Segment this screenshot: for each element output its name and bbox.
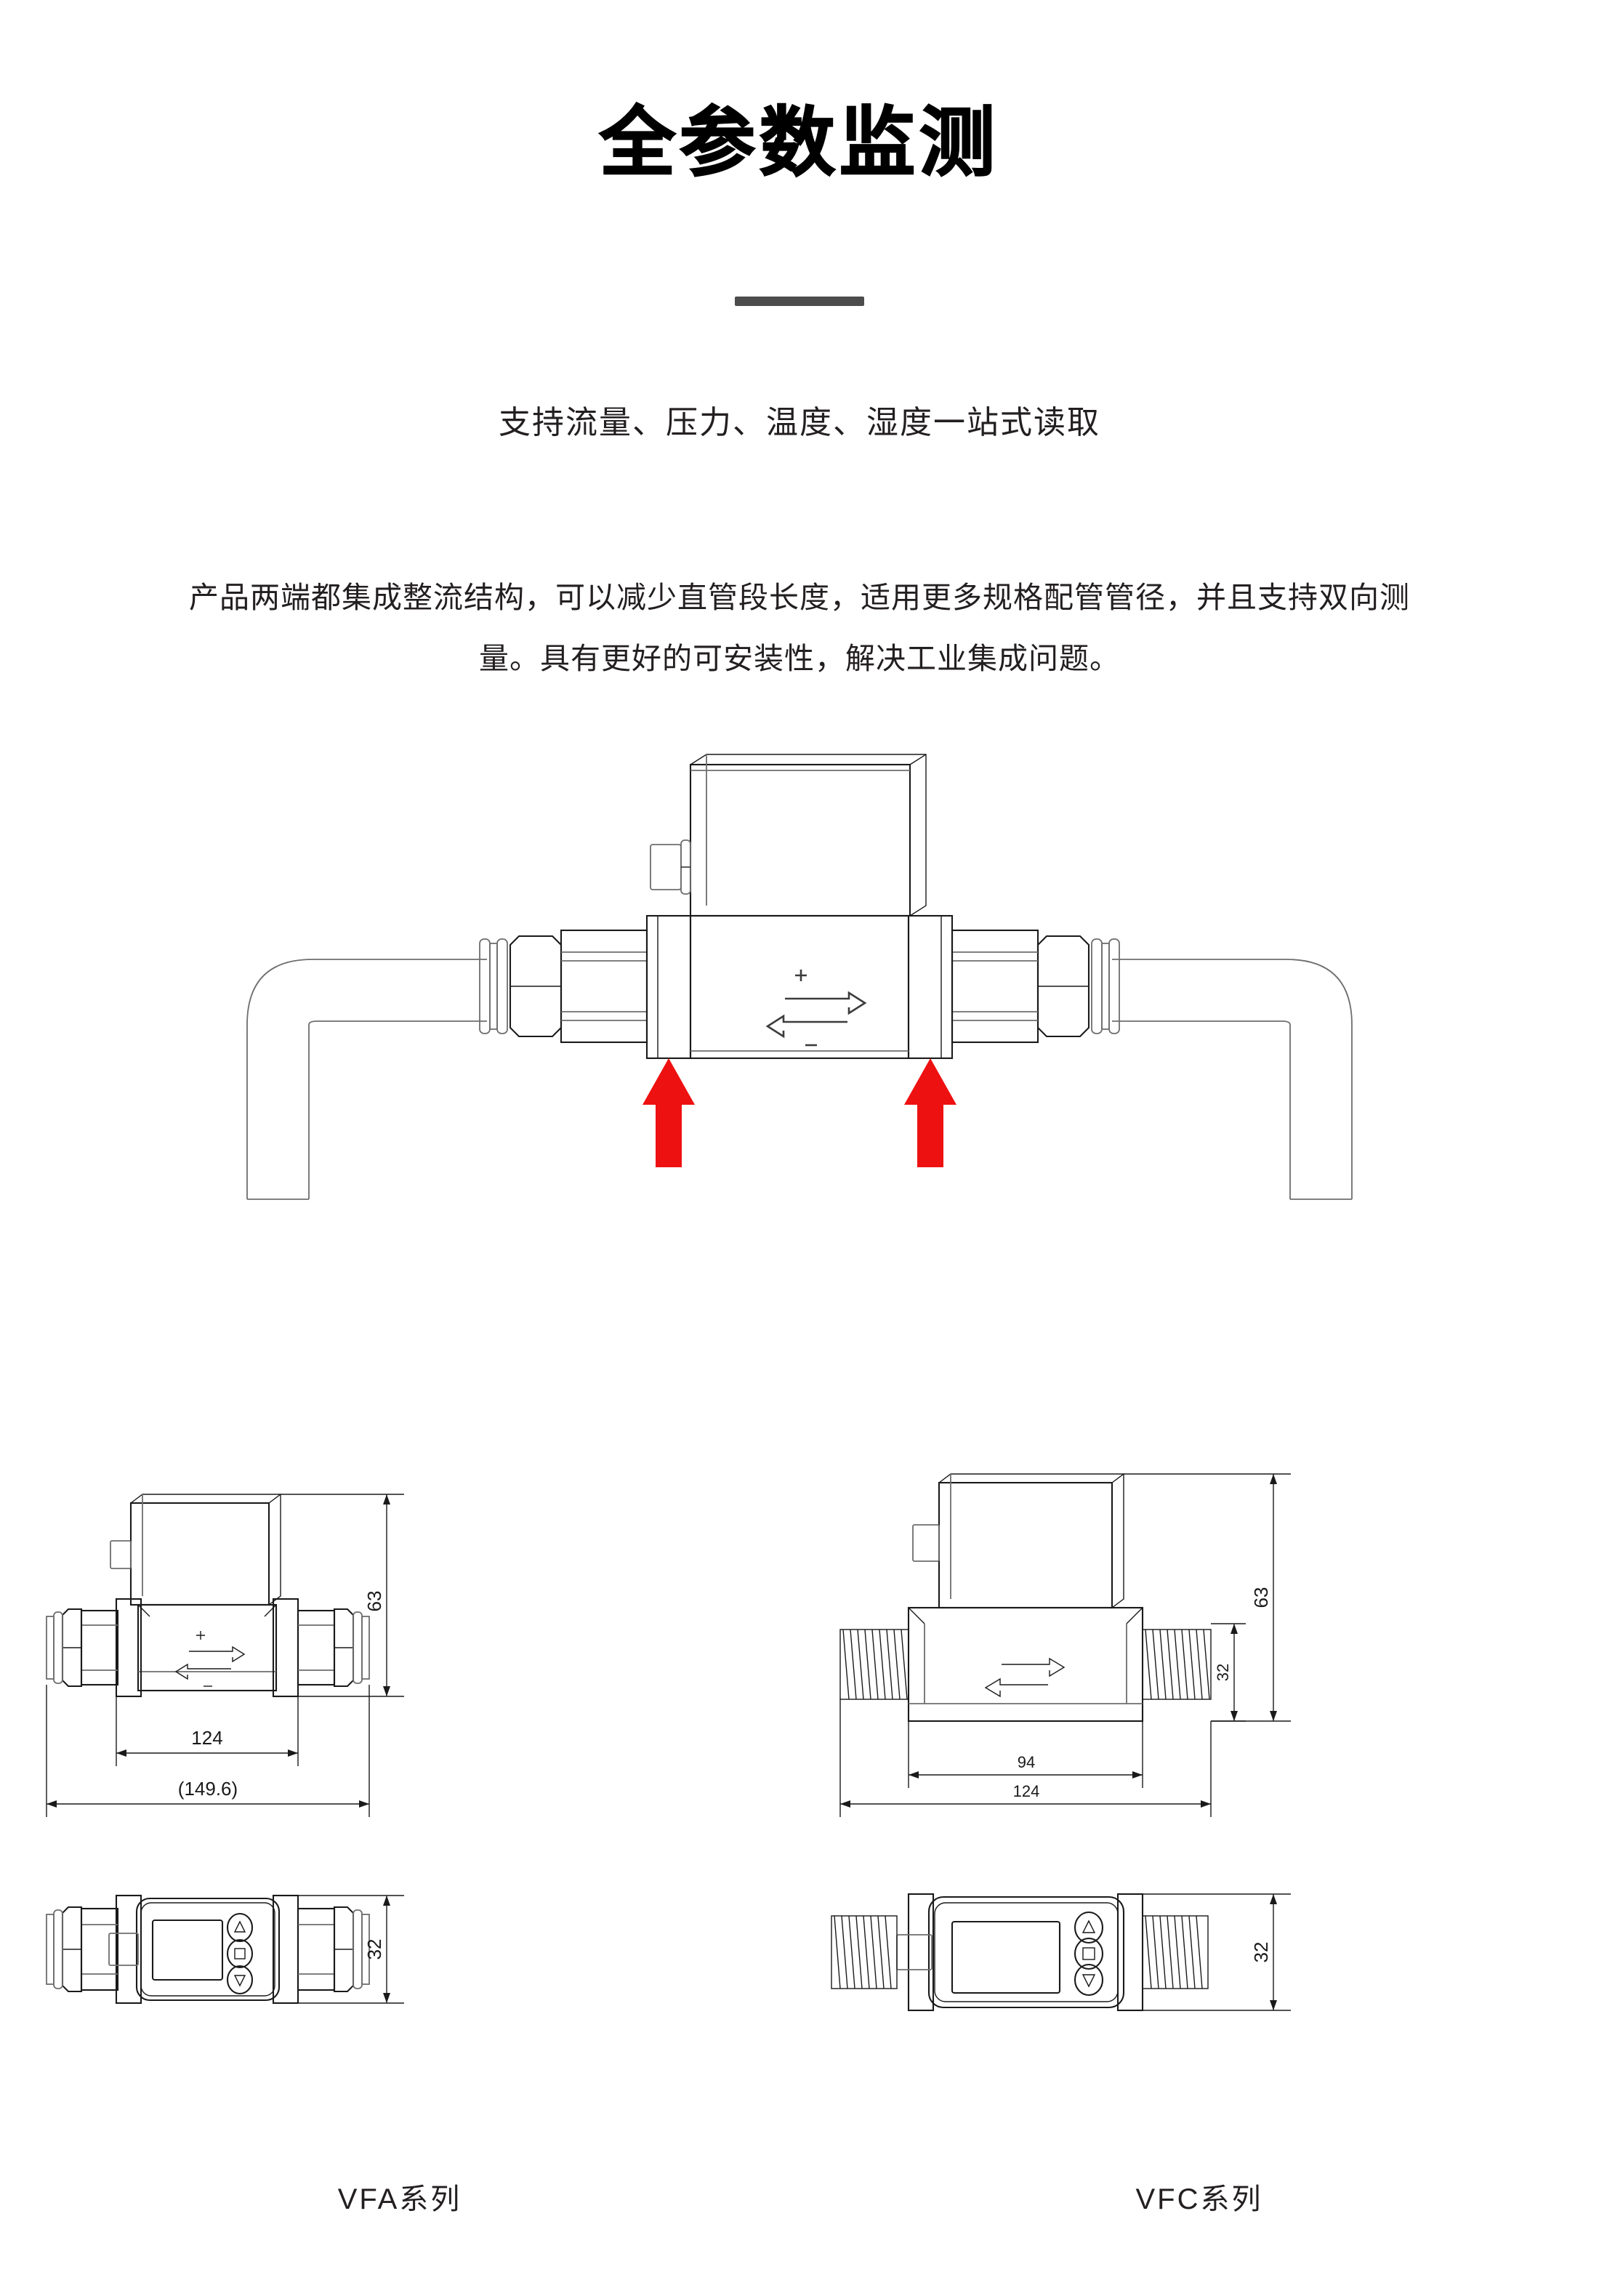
vfc-thread-right [1142,1629,1212,1700]
vfc-dim-label-124: 124 [1013,1782,1040,1800]
meter-body [689,914,910,1060]
vfc-drawing-svg: 63 32 94 [831,1473,1291,2012]
vfa-dim-width-32: 32 [298,1895,404,2004]
pipe-right [1112,959,1353,1200]
page-title: 全参数监测 [599,101,999,186]
vfc-dim-length-94: 94 [908,1721,1143,1788]
vfc-dim-label-94: 94 [1018,1753,1035,1771]
callout-arrow-left [643,1058,695,1167]
drawing-vfa: 63 124 (149.6) [0,1425,800,2296]
vfc-dim-label-32: 32 [1250,1942,1272,1963]
series-caption-vfc: VFC系列 [1135,2183,1263,2215]
vfc-top-thread-right [1142,1915,1209,1989]
hero-product-svg [246,754,1353,1200]
vfc-dim-label-32: 32 [1214,1664,1232,1681]
callout-arrow-right [904,1058,956,1167]
drawing-vfc: 63 32 94 [800,1425,1599,2296]
rectifier-collar-left [645,914,692,1060]
vfc-top-thread-left [831,1915,898,1989]
bidirectional-flow-icon [765,970,867,1047]
vfa-dim-label-124: 124 [191,1727,222,1749]
fitting-left [479,929,648,1044]
vfc-button-menu[interactable] [1074,1937,1104,1970]
vfc-lcd-screen [951,1920,1061,1994]
fitting-right [951,929,1120,1044]
title-divider [735,297,864,306]
vfa-lcd-screen [151,1919,224,1981]
vfc-top-view [831,1893,1209,2012]
vfa-dim-label-32: 32 [363,1939,385,1960]
vfa-drawing-svg: 63 124 (149.6) [46,1494,404,2005]
pipe-left [246,959,487,1200]
vfc-dim-label-63: 63 [1250,1587,1272,1608]
vfc-front-view [839,1473,1212,1723]
electronics-housing [661,754,927,917]
vfa-button-up[interactable] [226,1912,254,1943]
vfc-flow-icon [984,1657,1066,1698]
description-paragraph: 产品两端都集成整流结构，可以减少直管段长度，适用更多规格配管管径，并且支持双向测… [189,581,1410,676]
vfc-dim-bodyheight-32: 32 [1211,1623,1246,1722]
vfc-dim-height-63: 63 [1124,1473,1291,1722]
vfa-button-menu[interactable] [226,1938,254,1969]
technical-drawings-section: 63 124 (149.6) [0,1425,1599,2296]
vfc-dim-overall-124: 124 [839,1699,1212,1817]
vfc-thread-left [839,1629,909,1700]
vfc-button-up[interactable] [1074,1911,1104,1944]
rectifier-collar-right [907,914,954,1060]
vfa-dim-label-63: 63 [363,1591,385,1612]
hero-product-illustration [0,734,1599,1388]
vfa-dim-length-124: 124 [116,1696,299,1766]
vfa-top-view [46,1894,370,2005]
vfa-dim-label-1496: (149.6) [178,1778,238,1800]
vfa-dim-overall-1496: (149.6) [46,1685,370,1817]
side-connector [650,839,691,895]
vfa-flow-icon [174,1631,246,1687]
vfa-button-down[interactable] [226,1965,254,1995]
series-caption-vfa: VFA系列 [337,2183,462,2215]
page-subtitle: 支持流量、压力、温度、湿度一站式读取 [499,405,1100,440]
vfc-dim-width-32: 32 [1143,1893,1291,2011]
vfa-front-view [46,1494,370,1698]
vfc-button-down[interactable] [1074,1963,1104,1997]
vfa-dim-height-63: 63 [281,1494,404,1697]
